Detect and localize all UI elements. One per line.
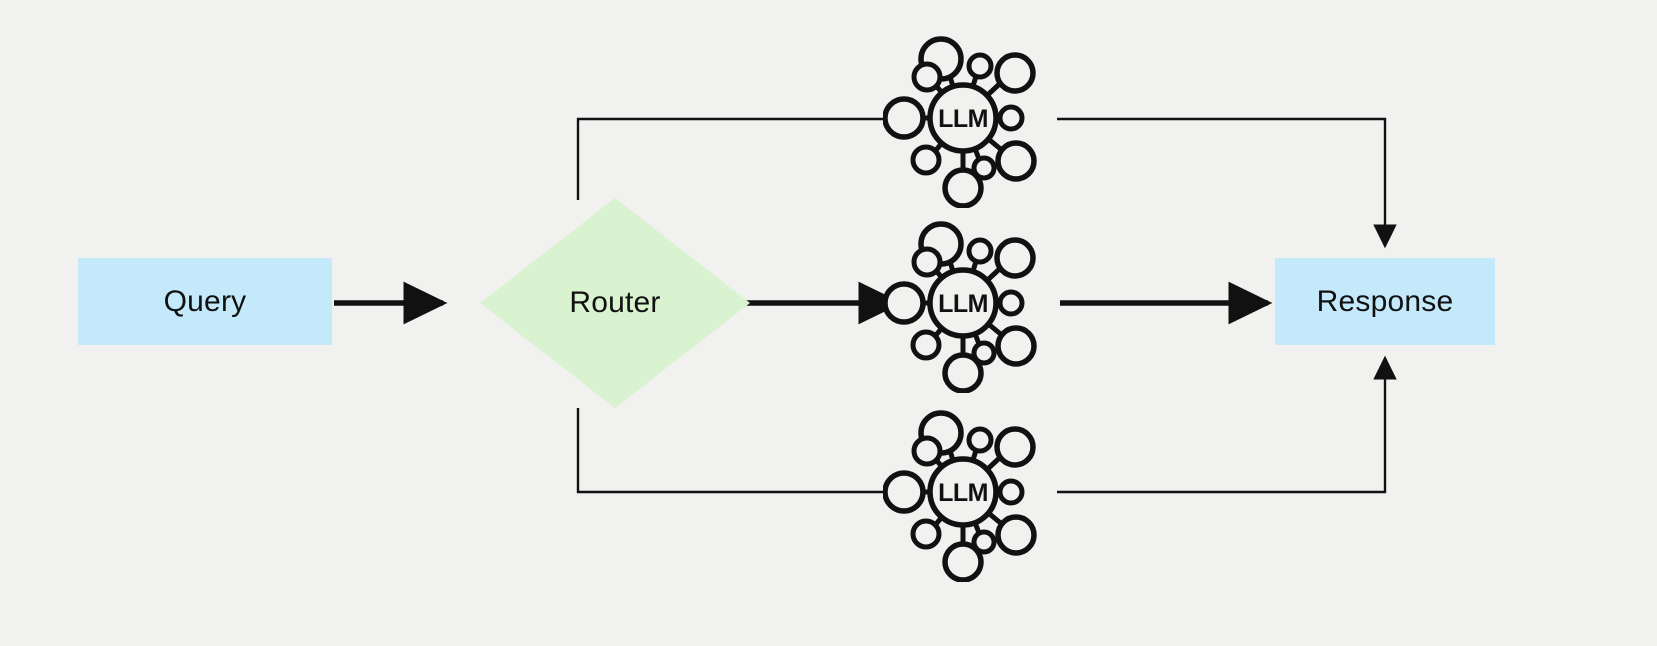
node-response[interactable]: Response [1275,258,1495,345]
router-diamond-shape [480,198,750,408]
node-llm-middle[interactable]: LLM [883,213,1043,393]
llm-icon-label: LLM [938,105,988,133]
node-response-label: Response [1316,284,1454,318]
llm-icon-label: LLM [938,290,988,318]
node-llm-top[interactable]: LLM [883,28,1043,208]
edge-llm-top-to-response [1057,117,1397,249]
node-llm-bottom[interactable]: LLM [883,402,1043,582]
node-query-label: Query [163,284,247,318]
edge-router-to-llm-top [576,107,918,200]
node-router[interactable]: Router [480,198,750,408]
edge-llm-bottom-to-response [1057,355,1397,494]
llm-network-icon: LLM [883,221,1037,393]
llm-icon-label: LLM [938,479,988,507]
llm-network-icon: LLM [883,410,1037,582]
edge-router-to-llm-bottom [576,408,918,504]
llm-network-icon: LLM [883,36,1037,208]
node-router-label: Router [569,286,661,319]
node-query[interactable]: Query [78,258,332,345]
